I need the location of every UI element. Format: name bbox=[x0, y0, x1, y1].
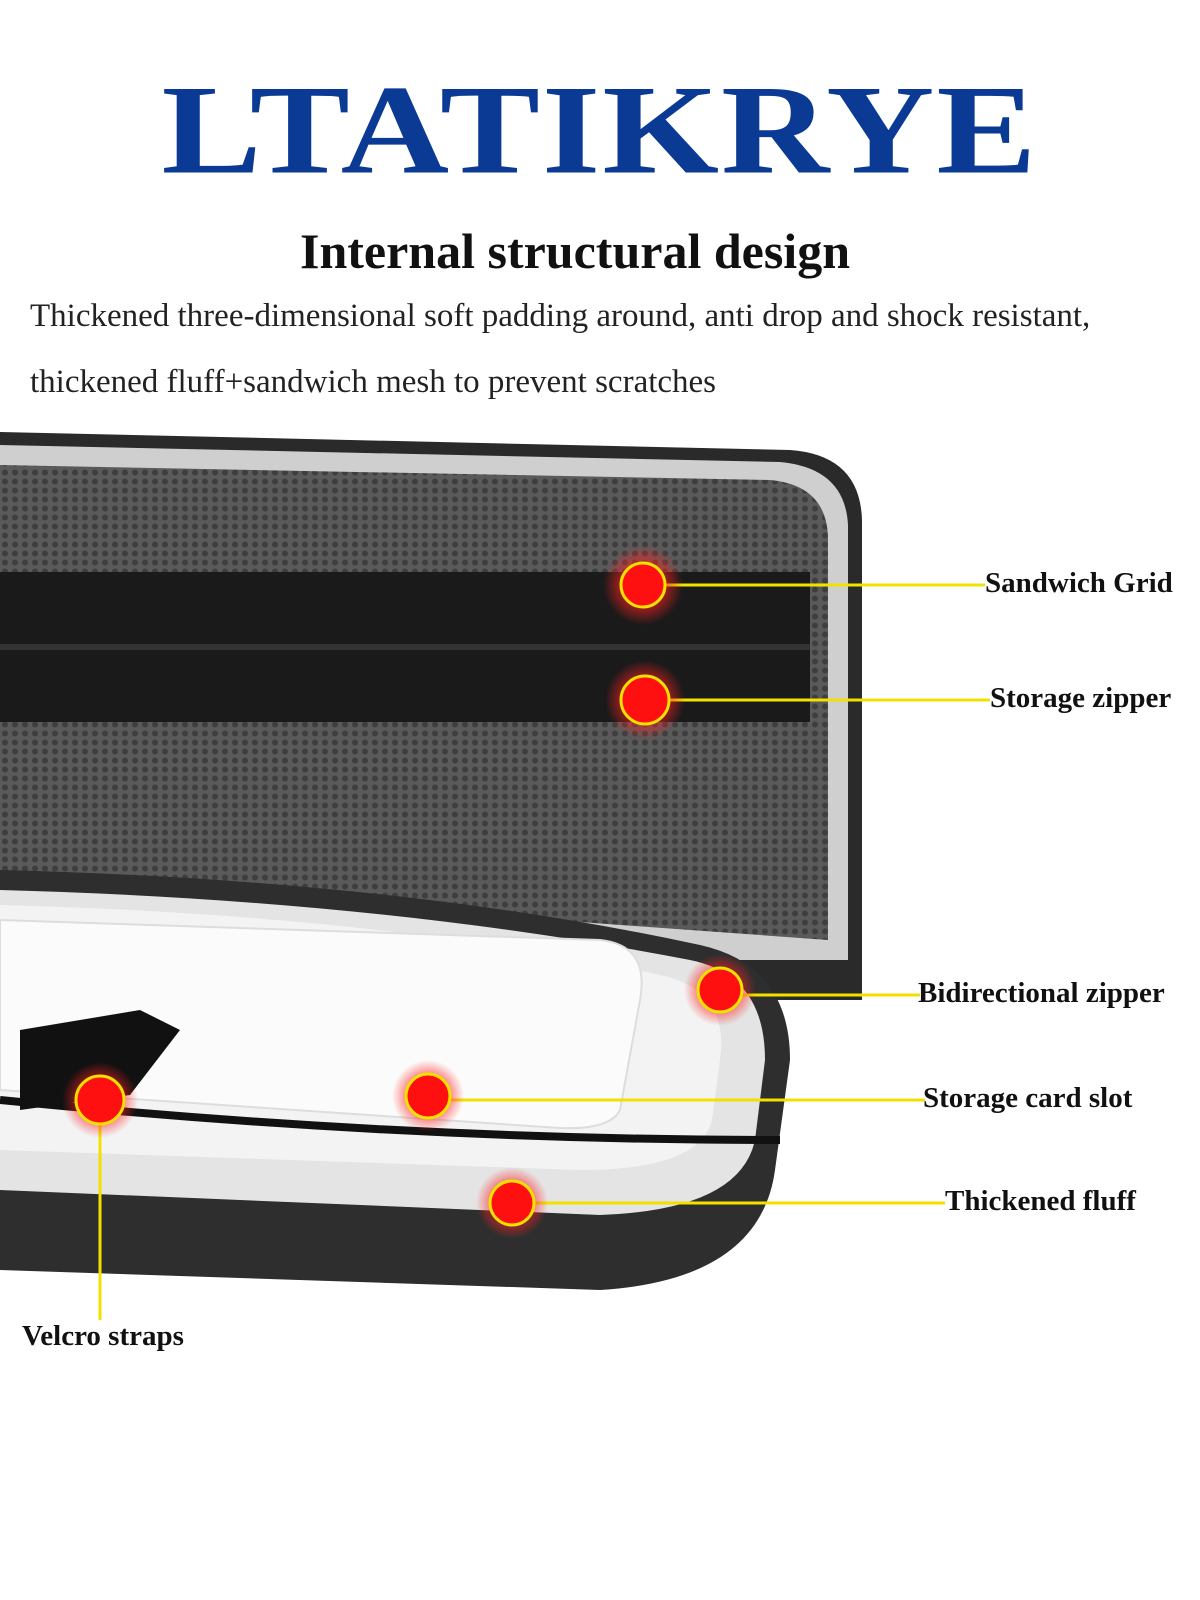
callout-bidirectional-zipper: Bidirectional zipper bbox=[918, 977, 1165, 1009]
marker-sandwich-grid bbox=[603, 545, 683, 625]
velcro-strap bbox=[20, 1010, 180, 1110]
callout-storage-card-slot: Storage card slot bbox=[923, 1082, 1133, 1114]
marker-thickened-fluff bbox=[476, 1167, 548, 1239]
page-heading: Internal structural design bbox=[300, 223, 850, 279]
description-line-2: thickened fluff+sandwich mesh to prevent… bbox=[30, 364, 717, 400]
callout-sandwich-grid: Sandwich Grid bbox=[985, 567, 1173, 599]
marker-velcro-straps bbox=[62, 1062, 138, 1138]
marker-bidirectional-zipper bbox=[684, 954, 756, 1026]
callout-thickened-fluff: Thickened fluff bbox=[945, 1185, 1136, 1217]
brand-logo: LTATIKRYE bbox=[161, 59, 1039, 201]
callout-velcro-straps: Velcro straps bbox=[22, 1320, 184, 1352]
marker-storage-card-slot bbox=[392, 1060, 464, 1132]
description-line-1: Thickened three-dimensional soft padding… bbox=[30, 298, 1091, 334]
marker-storage-zipper bbox=[605, 660, 685, 740]
callout-storage-zipper: Storage zipper bbox=[990, 682, 1172, 714]
callout-markers bbox=[62, 545, 756, 1239]
card-slot-panel bbox=[0, 918, 643, 1130]
